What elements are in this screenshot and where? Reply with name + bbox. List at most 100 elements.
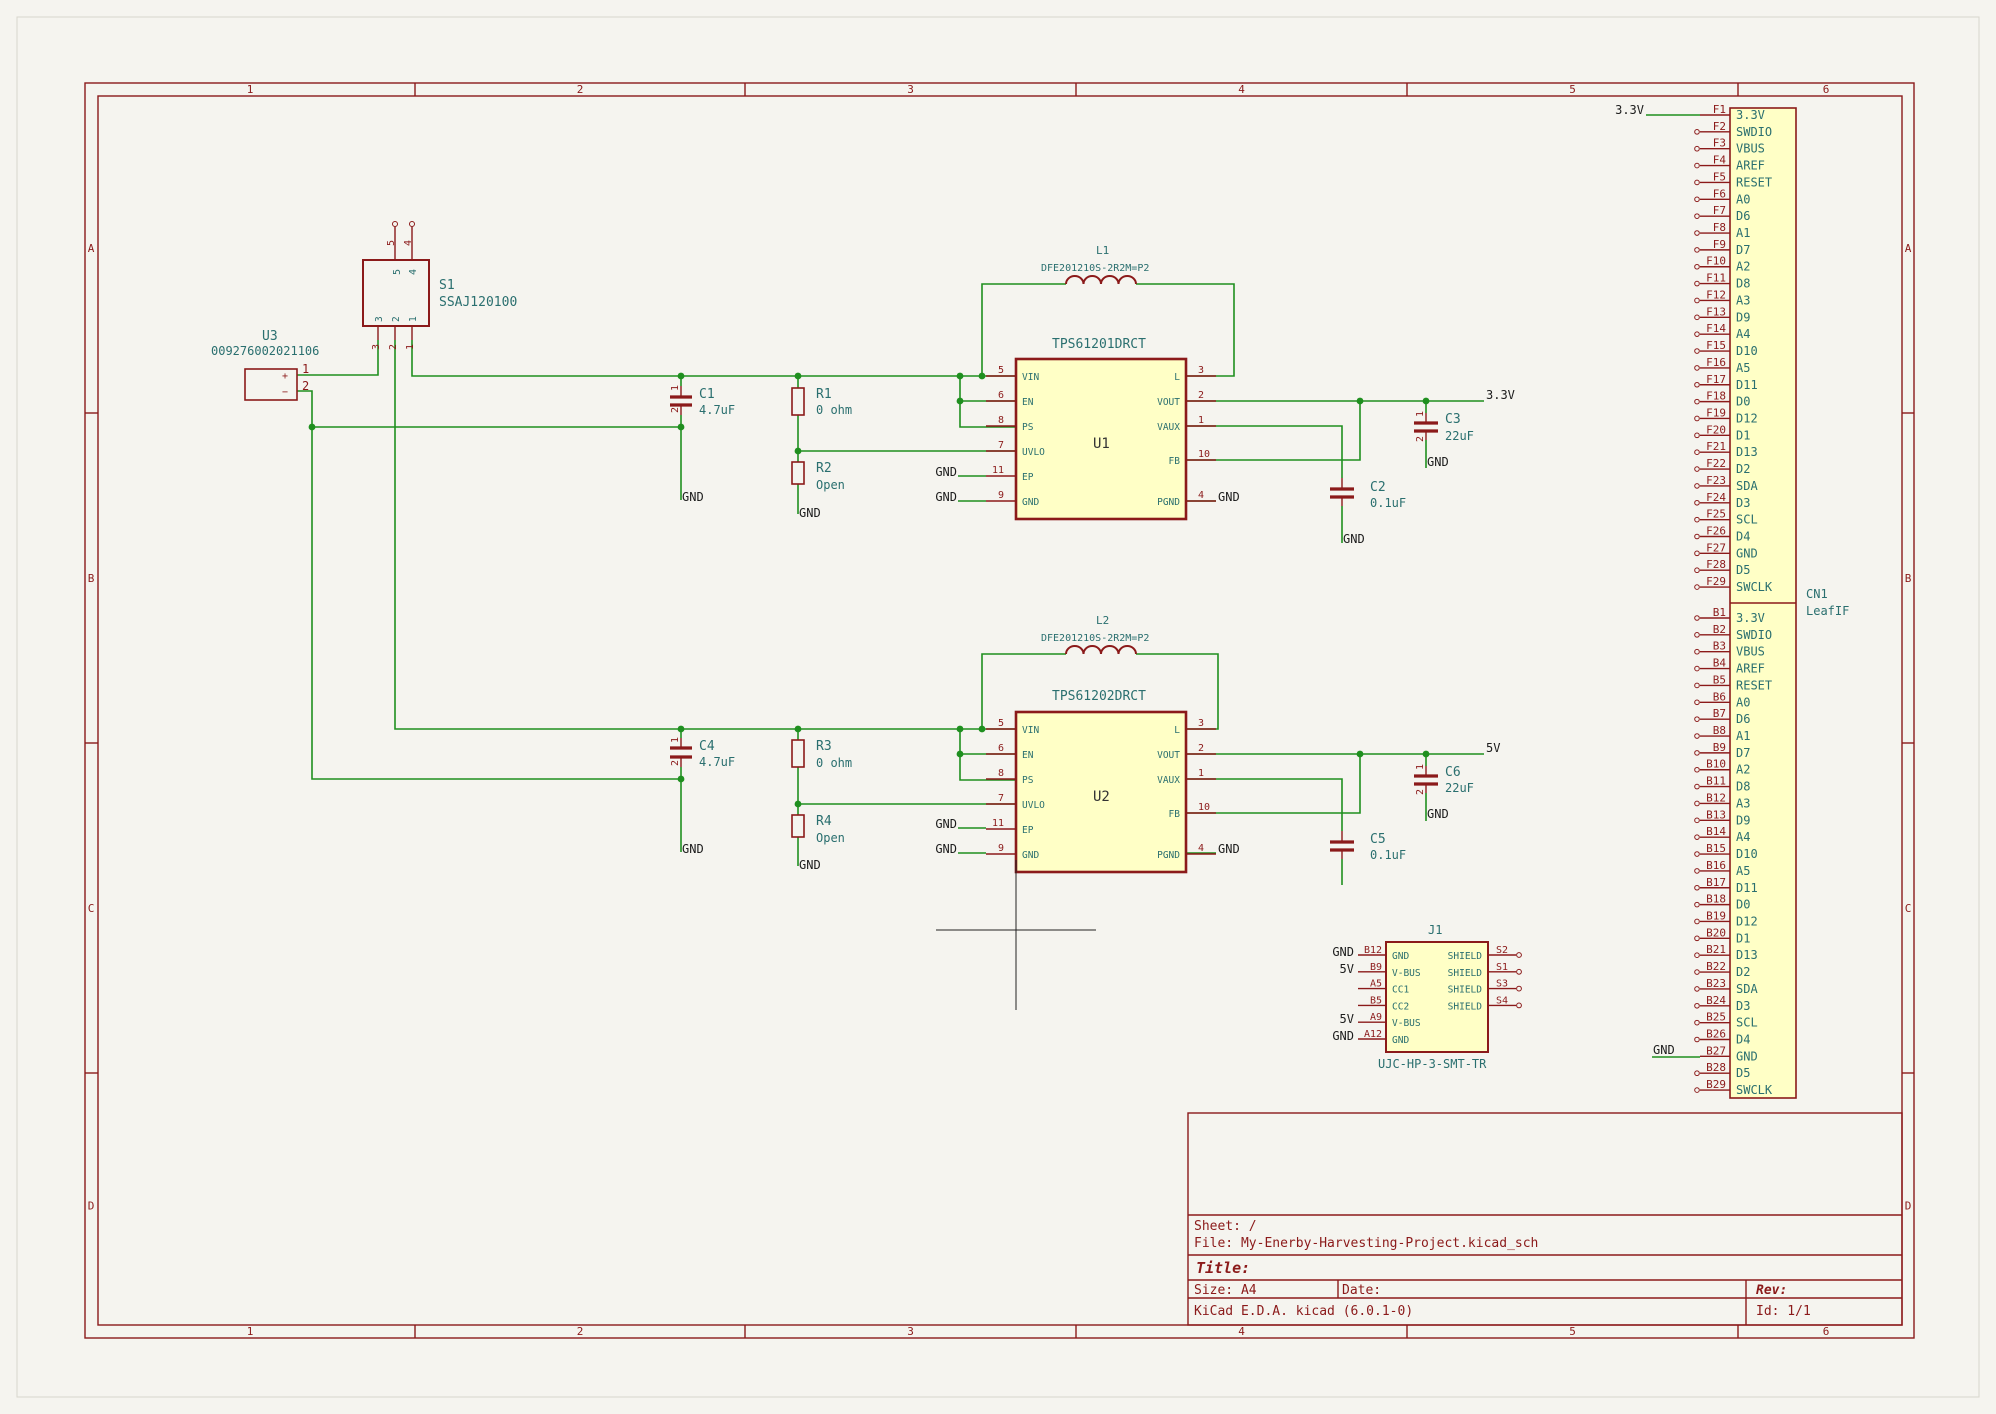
ic-pin-name: GND — [1022, 850, 1039, 861]
resistor-r1[interactable]: R1 0 ohm — [791, 387, 852, 417]
c4-value: 4.7uF — [699, 755, 735, 769]
cn1-pin-name: A1 — [1736, 729, 1750, 743]
resistor-r4[interactable]: R4 Open — [791, 814, 845, 845]
cn1-pin-number: F28 — [1706, 558, 1726, 571]
ic-pin-number: 10 — [1198, 802, 1210, 813]
u2-value: TPS61202DRCT — [1052, 689, 1146, 704]
j1-pin-number: A9 — [1370, 1012, 1382, 1023]
ic-pin-number: 1 — [1198, 768, 1204, 779]
inductor-l2[interactable]: L2 DFE201210S-2R2M=P2 — [1041, 614, 1149, 655]
c5-value: 0.1uF — [1370, 848, 1406, 862]
capacitors-bottom: 1 2 C4 4.7uF R3 0 ohm R4 Open C5 0.1uF — [670, 737, 1474, 862]
net-gnd-u1-ep: GND — [935, 465, 957, 479]
u3-sign-minus: − — [282, 387, 288, 398]
frame-col-label: 1 — [247, 1325, 254, 1338]
capacitor-c4[interactable]: 1 2 C4 4.7uF — [670, 737, 735, 769]
u3-value: 009276002021106 — [211, 344, 319, 358]
cn1-pin-number: B22 — [1706, 960, 1726, 973]
frame-col-label: 5 — [1569, 83, 1576, 96]
j1-pin-number: S2 — [1496, 945, 1508, 956]
cn1-pin-number: B24 — [1706, 994, 1726, 1007]
frame-row-label: B — [1905, 572, 1912, 585]
inductor-l1[interactable]: L1 DFE201210S-2R2M=P2 — [1041, 244, 1149, 285]
title-block-title: Title: — [1196, 1259, 1250, 1277]
c1-value: 4.7uF — [699, 403, 735, 417]
usb-connector-j1[interactable]: J1 UJC-HP-3-SMT-TR B12GNDGNDB9V-BUS5VA5C… — [1332, 923, 1522, 1071]
cn1-pin-name: D11 — [1736, 378, 1758, 392]
c6-value: 22uF — [1445, 781, 1474, 795]
cn1-pin-name: A2 — [1736, 260, 1750, 274]
frame-col-label: 4 — [1238, 1325, 1245, 1338]
net-gnd-u2-gnd: GND — [935, 842, 957, 856]
cn1-pin-number: B16 — [1706, 859, 1726, 872]
capacitor-c3[interactable]: 1 2 C3 22uF — [1414, 411, 1474, 443]
title-block-tool: KiCad E.D.A. kicad (6.0.1-0) — [1194, 1304, 1413, 1319]
cn1-pin-name: D0 — [1736, 395, 1750, 409]
cn1-pin-name: D4 — [1736, 530, 1750, 544]
r4-value: Open — [816, 831, 845, 845]
c3-value: 22uF — [1445, 429, 1474, 443]
c5-ref: C5 — [1370, 832, 1386, 847]
cn1-pin-number: F21 — [1706, 440, 1726, 453]
cn1-pin-name: D6 — [1736, 209, 1750, 223]
capacitor-c6[interactable]: 1 2 C6 22uF — [1414, 764, 1474, 795]
l1-ref: L1 — [1096, 244, 1109, 257]
ic-pin-number: 9 — [998, 490, 1004, 501]
r1-ref: R1 — [816, 387, 832, 402]
net-labels: GND GND GND GND GND GND GND 3.3V GND GND… — [682, 103, 1675, 1057]
j1-pin-number: B9 — [1370, 962, 1382, 973]
ic-pin-number: 3 — [1198, 365, 1204, 376]
capacitor-c2[interactable]: C2 0.1uF — [1330, 478, 1406, 510]
cn1-pin-name: D3 — [1736, 496, 1750, 510]
ic-pin-number: 8 — [998, 768, 1004, 779]
cn1-pin-number: F7 — [1713, 204, 1726, 217]
ic-pin-number: 4 — [1198, 843, 1204, 854]
ic-u1[interactable]: TPS61201DRCT U1 5VIN6EN8PS7UVLO11EP9GND3… — [986, 337, 1216, 521]
net-gnd-r4: GND — [799, 858, 821, 872]
cn1-pin-number: B17 — [1706, 876, 1726, 889]
c6-ref: C6 — [1445, 765, 1461, 780]
j1-pin-name: SHIELD — [1448, 1001, 1483, 1012]
cn1-pin-name: D10 — [1736, 344, 1758, 358]
resistor-r2[interactable]: R2 Open — [791, 461, 845, 492]
ic-pin-name: EN — [1022, 750, 1034, 761]
cn1-pin-name: 3.3V — [1736, 611, 1765, 625]
cn1-value: LeafIF — [1806, 604, 1849, 618]
ic-pin-number: 2 — [1198, 743, 1204, 754]
capacitor-c5[interactable]: C5 0.1uF — [1330, 831, 1406, 862]
frame-col-label: 1 — [247, 83, 254, 96]
svg-text:1: 1 — [1415, 764, 1426, 770]
ic-pin-name: PGND — [1157, 850, 1180, 861]
frame-col-label: 6 — [1823, 83, 1830, 96]
switch-s1[interactable]: 5 4 5 4 3 2 1 3 2 2 1 S1 SSAJ120100 — [362, 221, 517, 351]
cn1-pin-number: B13 — [1706, 808, 1726, 821]
cn1-pin-name: D1 — [1736, 931, 1750, 945]
svg-text:2: 2 — [670, 760, 681, 766]
title-block: Sheet: / File: My-Enerby-Harvesting-Proj… — [1187, 1112, 1903, 1326]
cn1-pin-number: B11 — [1706, 775, 1726, 788]
cn1-pin-number: B25 — [1706, 1011, 1726, 1024]
ic-u2[interactable]: TPS61202DRCT U2 5VIN6EN8PS7UVLO11EP9GND3… — [986, 689, 1216, 874]
u3-pin-2: 2 — [302, 379, 309, 393]
c1-ref: C1 — [699, 387, 715, 402]
cn1-pin-name: D8 — [1736, 277, 1750, 291]
resistor-r3[interactable]: R3 0 ohm — [791, 739, 852, 770]
cn1-pin-name: VBUS — [1736, 142, 1765, 156]
c2-value: 0.1uF — [1370, 496, 1406, 510]
s1-wire-label-3: 3 — [371, 344, 382, 350]
net-gnd-u2-ep: GND — [935, 817, 957, 831]
cn1-pin-name: D8 — [1736, 780, 1750, 794]
connector-u3[interactable]: U3 009276002021106 + − 1 2 — [211, 329, 319, 401]
j1-pin-name: GND — [1392, 1035, 1409, 1046]
frame-col-label: 3 — [907, 83, 914, 96]
ic-pin-name: UVLO — [1022, 447, 1045, 458]
cn1-pin-number: B21 — [1706, 943, 1726, 956]
capacitor-c1[interactable]: 1 2 C1 4.7uF — [670, 385, 735, 417]
u3-pin-1: 1 — [302, 362, 309, 376]
j1-pin-name: CC2 — [1392, 1001, 1409, 1012]
net-gnd-u1-pgnd: GND — [1218, 490, 1240, 504]
net-5v-out: 5V — [1486, 741, 1500, 755]
ic-pin-name: EP — [1022, 825, 1034, 836]
ic-pin-number: 10 — [1198, 449, 1210, 460]
